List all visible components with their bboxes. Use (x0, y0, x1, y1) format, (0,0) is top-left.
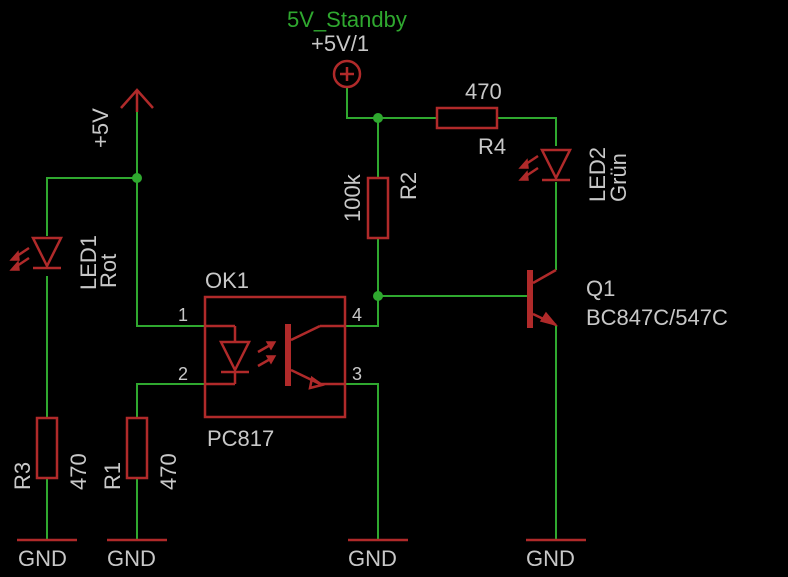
led1-name: LED1 (76, 235, 101, 290)
q1-value: BC847C/547C (586, 305, 728, 330)
r1-body (125, 416, 149, 480)
r4-name: R4 (478, 134, 506, 159)
transistor-q1-symbol (527, 268, 559, 328)
led2-value: Grün (606, 153, 631, 202)
vcc-left-symbol (120, 88, 154, 112)
vcc-top-label: +5V/1 (311, 31, 369, 56)
r1-value: 470 (156, 453, 181, 490)
optocoupler-symbol (203, 295, 347, 419)
junction (373, 291, 383, 301)
r3-name: R3 (10, 462, 35, 490)
led2-name: LED2 (585, 147, 610, 202)
r3-value: 470 (66, 453, 91, 490)
led1-value: Rot (96, 254, 121, 288)
vcc-left-label: +5V (88, 108, 113, 148)
ok1-value: PC817 (207, 426, 274, 451)
junction (132, 173, 142, 183)
r2-name: R2 (396, 172, 421, 200)
ok1-pin-3: 3 (352, 364, 362, 384)
ok1-name: OK1 (205, 268, 249, 293)
r1-name: R1 (100, 462, 125, 490)
led1-symbol (9, 236, 64, 271)
wires (46, 86, 557, 540)
net-label-standby: 5V_Standby (287, 7, 407, 32)
r2-body (366, 176, 390, 240)
ok1-pin-4: 4 (352, 305, 362, 325)
r4-body (435, 106, 499, 130)
gnd-label: GND (18, 546, 67, 571)
r3-body (35, 416, 59, 480)
q1-name: Q1 (586, 276, 615, 301)
gnd-label: GND (526, 546, 575, 571)
vcc-top-symbol (332, 59, 362, 89)
ok1-pin-1: 1 (178, 305, 188, 325)
junction (373, 113, 383, 123)
gnd-label: GND (348, 546, 397, 571)
r4-value: 470 (465, 79, 502, 104)
gnd-label: GND (107, 546, 156, 571)
r2-value: 100k (340, 173, 365, 222)
led2-symbol (518, 148, 573, 182)
ok1-pin-2: 2 (178, 364, 188, 384)
